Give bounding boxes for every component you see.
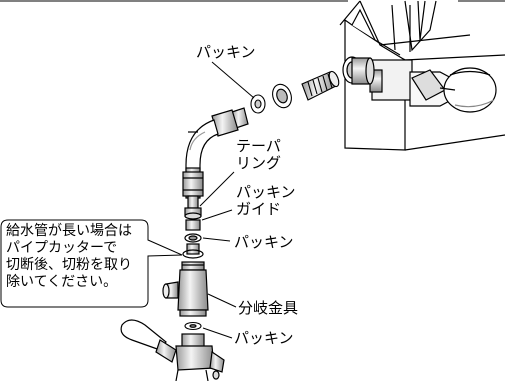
label-packing-guide: パッキン ガイド: [236, 183, 296, 218]
supply-pipe: [182, 167, 204, 259]
packing-bottom-part: [184, 321, 202, 331]
filter-disc: [272, 83, 292, 109]
note-text: 給水管が長い場合は パイプカッターで 切断後、切粉を取り 除いてください。: [6, 223, 132, 290]
float-valve: [369, 59, 497, 113]
leader-lines: [199, 61, 255, 339]
packing-top-part: [250, 94, 266, 114]
label-taper-ring: テーパ リング: [236, 137, 282, 172]
label-packing-top: パッキン: [196, 43, 256, 61]
stop-valve: [120, 319, 225, 381]
strainer: [301, 70, 340, 101]
branch-fitting-part: [162, 261, 209, 317]
inlet-fitting: [342, 56, 375, 85]
label-branch-fitting: 分岐金具: [238, 299, 299, 317]
label-packing-mid: パッキン: [234, 233, 294, 251]
note-callout: [0, 219, 183, 308]
label-packing-bottom: パッキン: [234, 329, 294, 347]
